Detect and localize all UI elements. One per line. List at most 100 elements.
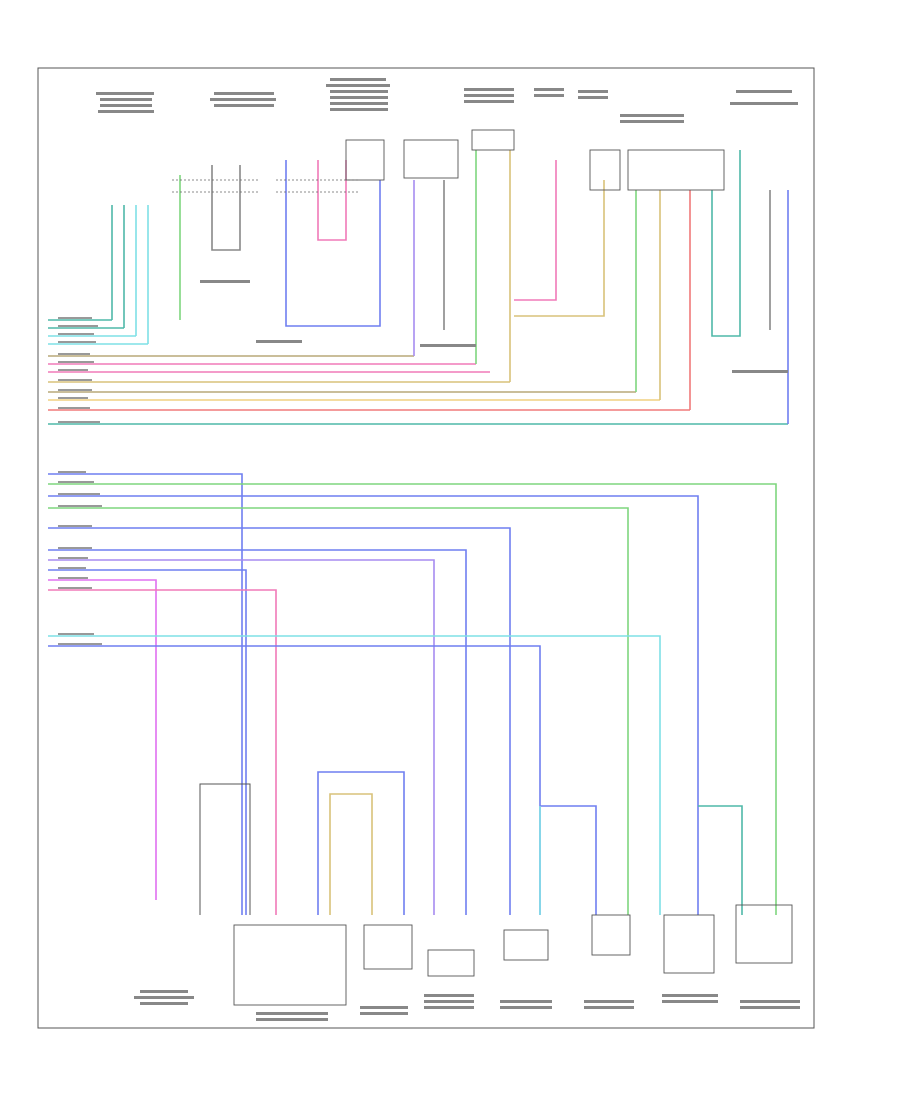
- label-block-28: [732, 370, 788, 373]
- lower-label-1: [58, 471, 86, 473]
- label-block-3: [100, 104, 152, 107]
- lower-bus-4: [48, 507, 629, 915]
- bottom-extra-wires: [199, 771, 743, 915]
- bus-label-10: [58, 397, 88, 399]
- drop-8: [317, 160, 347, 241]
- label-block-15: [464, 94, 514, 97]
- component-box-5: [589, 149, 621, 191]
- bus-label-5: [58, 353, 90, 355]
- bottom-label-9: [424, 1000, 474, 1003]
- bus-label-7: [58, 369, 88, 371]
- bottom-label-2: [134, 996, 194, 999]
- label-block-25: [256, 340, 302, 343]
- bottom-label-8: [424, 994, 474, 997]
- bus-label-1: [58, 317, 92, 319]
- lower-label-6: [58, 547, 92, 549]
- lower-bus-8: [48, 569, 247, 915]
- module-box-large: [233, 924, 347, 1006]
- loop-wire-1: [199, 783, 251, 915]
- bus-label-2: [58, 325, 98, 327]
- lower-label-3: [58, 493, 100, 495]
- label-block-1: [96, 92, 154, 95]
- component-box-1: [345, 139, 385, 181]
- drop-13: [514, 160, 557, 301]
- label-block-21: [620, 114, 684, 117]
- top-labels: [96, 78, 798, 373]
- bottom-label-3: [140, 1002, 188, 1005]
- label-block-13: [330, 108, 388, 111]
- lower-bus-7: [48, 559, 435, 915]
- bus-label-12: [58, 421, 100, 423]
- lower-bus-3: [48, 495, 699, 915]
- bottom-bus-labels: [58, 471, 102, 645]
- bottom-label-7: [360, 1012, 408, 1015]
- label-block-11: [330, 96, 388, 99]
- bottom-label-12: [500, 1006, 552, 1009]
- top-bus-labels: [58, 317, 100, 423]
- module-box-3: [427, 949, 475, 977]
- loop-wire-3: [329, 793, 373, 915]
- lower-bus-2: [48, 483, 777, 915]
- bottom-label-4: [256, 1012, 328, 1015]
- lower-bus-6: [48, 549, 467, 915]
- lower-label-8: [58, 567, 86, 569]
- bus-label-4: [58, 341, 96, 343]
- label-block-18: [534, 94, 564, 97]
- drop-18: [711, 150, 741, 337]
- lower-label-7: [58, 557, 88, 559]
- drop-14: [514, 180, 605, 317]
- label-block-7: [214, 104, 274, 107]
- label-block-19: [578, 90, 608, 93]
- bus-label-8: [58, 379, 92, 381]
- bottom-components: [233, 904, 793, 1006]
- bottom-label-5: [256, 1018, 328, 1021]
- lower-label-11: [58, 633, 94, 635]
- label-block-6: [210, 98, 276, 101]
- component-box-2: [403, 139, 459, 179]
- bottom-label-14: [584, 1006, 634, 1009]
- lower-label-2: [58, 481, 94, 483]
- module-box-5: [591, 914, 631, 956]
- label-block-20: [578, 96, 608, 99]
- label-block-16: [464, 100, 514, 103]
- label-block-9: [326, 84, 390, 87]
- label-block-14: [464, 88, 514, 91]
- lower-bus-9: [48, 579, 157, 900]
- bottom-label-18: [740, 1006, 800, 1009]
- bus-label-3: [58, 333, 94, 335]
- bottom-label-16: [662, 1000, 718, 1003]
- loop-wire-2: [317, 771, 405, 915]
- label-block-17: [534, 88, 564, 91]
- label-block-2: [100, 98, 152, 101]
- bus-label-9: [58, 389, 92, 391]
- label-block-4: [98, 110, 154, 113]
- top-vertical-wires: [111, 150, 789, 424]
- lower-bus-10: [48, 589, 277, 915]
- lower-label-12: [58, 643, 102, 645]
- top-components: [345, 129, 725, 191]
- lower-label-4: [58, 505, 102, 507]
- lower-bus-5: [48, 527, 511, 915]
- drop-7: [285, 160, 381, 327]
- module-box-4: [503, 929, 549, 961]
- bottom-labels: [134, 990, 800, 1021]
- bottom-label-10: [424, 1006, 474, 1009]
- bottom-label-17: [740, 1000, 800, 1003]
- bus-label-11: [58, 407, 90, 409]
- module-box-6: [663, 914, 715, 974]
- label-block-22: [620, 120, 684, 123]
- lower-label-5: [58, 525, 92, 527]
- lower-bus-11: [48, 635, 661, 915]
- label-block-12: [330, 102, 388, 105]
- module-box-2: [363, 924, 413, 970]
- top-bus-wires: [48, 319, 788, 425]
- bottom-label-6: [360, 1006, 408, 1009]
- lower-label-9: [58, 577, 88, 579]
- component-box-4: [627, 149, 725, 191]
- label-block-23: [736, 90, 792, 93]
- component-box-3: [471, 129, 515, 151]
- label-block-26: [420, 344, 476, 347]
- bottom-label-15: [662, 994, 718, 997]
- label-block-27: [200, 280, 250, 283]
